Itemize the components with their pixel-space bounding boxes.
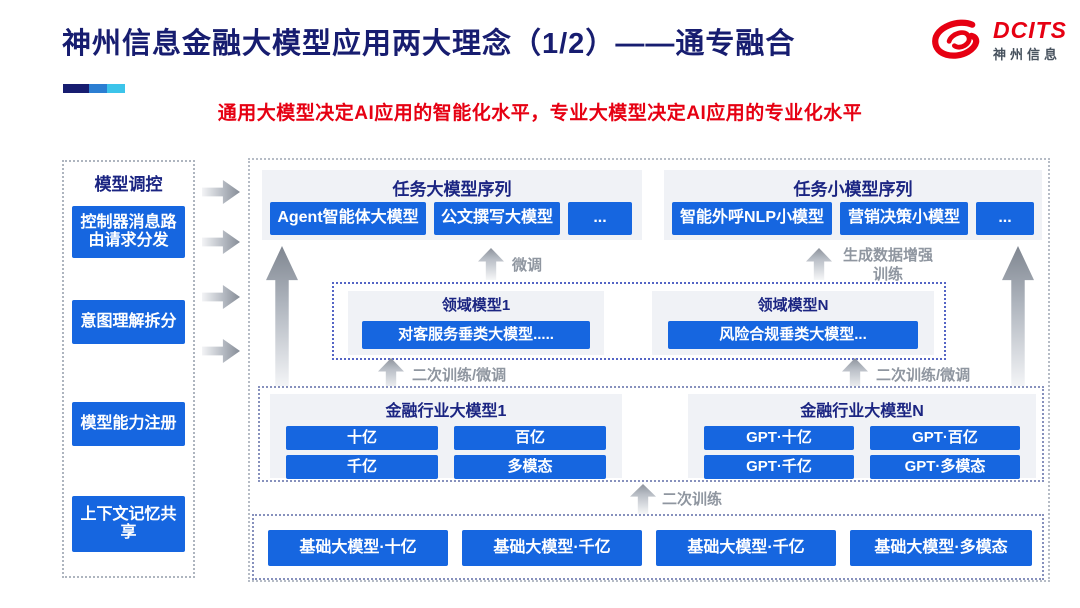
panel-title: 任务小模型序列 (793, 180, 913, 199)
model-chip-10b: 百亿 (454, 426, 606, 450)
deco-segment (63, 84, 89, 93)
subtitle: 通用大模型决定AI应用的智能化水平，专业大模型决定AI应用的专业化水平 (217, 103, 863, 124)
deco-segment (89, 84, 107, 93)
sidebar-item-intent: 意图理解拆分 (72, 300, 185, 344)
model-chip-gpt-10b: GPT·百亿 (870, 426, 1020, 450)
page-title: 神州信息金融大模型应用两大理念（1/2）——通专融合 (62, 28, 796, 60)
arrow-right-icon (202, 285, 240, 309)
dcits-logo: DCITS 神州信息 (928, 18, 1067, 63)
model-chip-more: ... (568, 202, 632, 235)
domain-model-group: 领域模型1 对客服务垂类大模型..... 领域模型N 风险合规垂类大模型... (332, 282, 946, 360)
panel-title: 领域模型N (757, 297, 829, 314)
model-chip-gpt-1b: GPT·十亿 (704, 426, 854, 450)
industry-panel-1: 金融行业大模型1 十亿 百亿 千亿 多模态 (270, 394, 622, 479)
dcits-swirl-icon (932, 19, 980, 59)
panel-title: 任务大模型序列 (392, 180, 512, 199)
sidebar-item-context: 上下文记忆共享 (72, 496, 185, 552)
flow-label-retrain-ft-right: 二次训练/微调 (876, 367, 971, 384)
brand-cn-text: 神州信息 (993, 47, 1062, 63)
deco-segment (107, 84, 125, 93)
industry-model-group: 金融行业大模型1 十亿 百亿 千亿 多模态 金融行业大模型N GPT·十亿 GP… (258, 386, 1044, 482)
model-chip-agent: Agent智能体大模型 (270, 202, 426, 235)
task-large-panel: 任务大模型序列 Agent智能体大模型 公文撰写大模型 ... (262, 170, 642, 240)
model-chip-risk-compliance: 风险合规垂类大模型... (668, 321, 918, 349)
base-model-chip-1b: 基础大模型·十亿 (268, 530, 448, 566)
base-models-box: 基础大模型·十亿 基础大模型·千亿 基础大模型·千亿 基础大模型·多模态 (252, 514, 1044, 580)
model-chip-1b: 十亿 (286, 426, 438, 450)
logo-text: DCITS 神州信息 (993, 18, 1067, 63)
model-chip-document: 公文撰写大模型 (434, 202, 560, 235)
model-chip-customer-service: 对客服务垂类大模型..... (362, 321, 590, 349)
base-model-chip-100b-b: 基础大模型·千亿 (656, 530, 836, 566)
sidebar-title: 模型调控 (94, 175, 163, 194)
task-small-panel: 任务小模型序列 智能外呼NLP小模型 营销决策小模型 ... (664, 170, 1042, 240)
model-chip-nlp-call: 智能外呼NLP小模型 (672, 202, 832, 235)
sidebar-model-control: 模型调控 控制器消息路由请求分发 意图理解拆分 模型能力注册 上下文记忆共享 (62, 160, 195, 578)
flow-label-retrain-ft-left: 二次训练/微调 (412, 367, 507, 384)
flow-label-finetune: 微调 (512, 257, 543, 274)
domain-panel-n: 领域模型N 风险合规垂类大模型... (652, 291, 934, 355)
sidebar-item-router: 控制器消息路由请求分发 (72, 206, 185, 258)
arrow-right-icon (202, 230, 240, 254)
model-chip-gpt-100b: GPT·千亿 (704, 455, 854, 479)
panel-title: 金融行业大模型N (800, 403, 924, 420)
arrow-right-icon (202, 180, 240, 204)
panel-title: 领域模型1 (441, 297, 511, 314)
flow-label-retrain: 二次训练 (662, 491, 723, 508)
base-model-chip-100b-a: 基础大模型·千亿 (462, 530, 642, 566)
base-model-chip-multimodal: 基础大模型·多模态 (850, 530, 1032, 566)
arrow-right-icon (202, 339, 240, 363)
industry-panel-n: 金融行业大模型N GPT·十亿 GPT·百亿 GPT·千亿 GPT·多模态 (688, 394, 1036, 479)
model-chip-marketing: 营销决策小模型 (840, 202, 968, 235)
model-chip-multimodal: 多模态 (454, 455, 606, 479)
domain-panel-1: 领域模型1 对客服务垂类大模型..... (348, 291, 604, 355)
model-chip-100b: 千亿 (286, 455, 438, 479)
brand-text: DCITS (993, 17, 1067, 43)
deco-bar (63, 84, 125, 93)
panel-title: 金融行业大模型1 (385, 403, 507, 420)
model-chip-more: ... (976, 202, 1034, 235)
flow-label-gen-data: 生成数据增强训练 (842, 247, 933, 283)
model-chip-gpt-multimodal: GPT·多模态 (870, 455, 1020, 479)
sidebar-item-register: 模型能力注册 (72, 402, 185, 446)
